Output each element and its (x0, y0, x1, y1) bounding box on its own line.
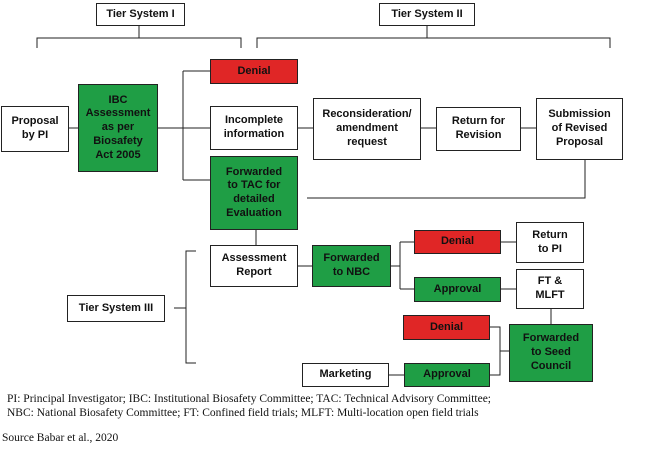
denial-low-node: Denial (403, 315, 490, 340)
line-nbc-branch (391, 241, 414, 290)
approval-low-node: Approval (404, 363, 490, 387)
proposal-node: Proposal by PI (1, 106, 69, 152)
forwarded-seed-council-node: Forwarded to Seed Council (509, 324, 593, 382)
line-seed-branch (490, 326, 509, 376)
submission-revised-node: Submission of Revised Proposal (536, 98, 623, 160)
tier1-brace (36, 26, 242, 48)
approval-mid-node: Approval (414, 277, 501, 302)
line-submission-tac (307, 160, 586, 199)
denial-top-node: Denial (210, 59, 298, 84)
ibc-assessment-node: IBC Assessment as per Biosafety Act 2005 (78, 84, 158, 172)
marketing-node: Marketing (302, 363, 389, 387)
tier1-label: Tier System I (96, 3, 185, 26)
reconsideration-node: Reconsideration/ amendment request (313, 98, 421, 160)
footnote: PI: Principal Investigator; IBC: Institu… (7, 393, 491, 419)
denial-mid-node: Denial (414, 230, 501, 254)
incomplete-info-node: Incomplete information (210, 106, 298, 150)
return-revision-node: Return for Revision (436, 107, 521, 151)
line-branch (182, 70, 210, 181)
forwarded-nbc-node: Forwarded to NBC (312, 245, 391, 287)
assessment-report-node: Assessment Report (210, 245, 298, 287)
ft-mlft-node: FT & MLFT (516, 269, 584, 309)
tier2-brace (256, 26, 611, 48)
source-citation: Source Babar et al., 2020 (2, 432, 119, 444)
return-pi-node: Return to PI (516, 222, 584, 263)
tier3-brace (174, 250, 196, 364)
tier2-label: Tier System II (379, 3, 475, 26)
tier3-label: Tier System III (67, 295, 165, 322)
forwarded-tac-node: Forwarded to TAC for detailed Evaluation (210, 156, 298, 230)
